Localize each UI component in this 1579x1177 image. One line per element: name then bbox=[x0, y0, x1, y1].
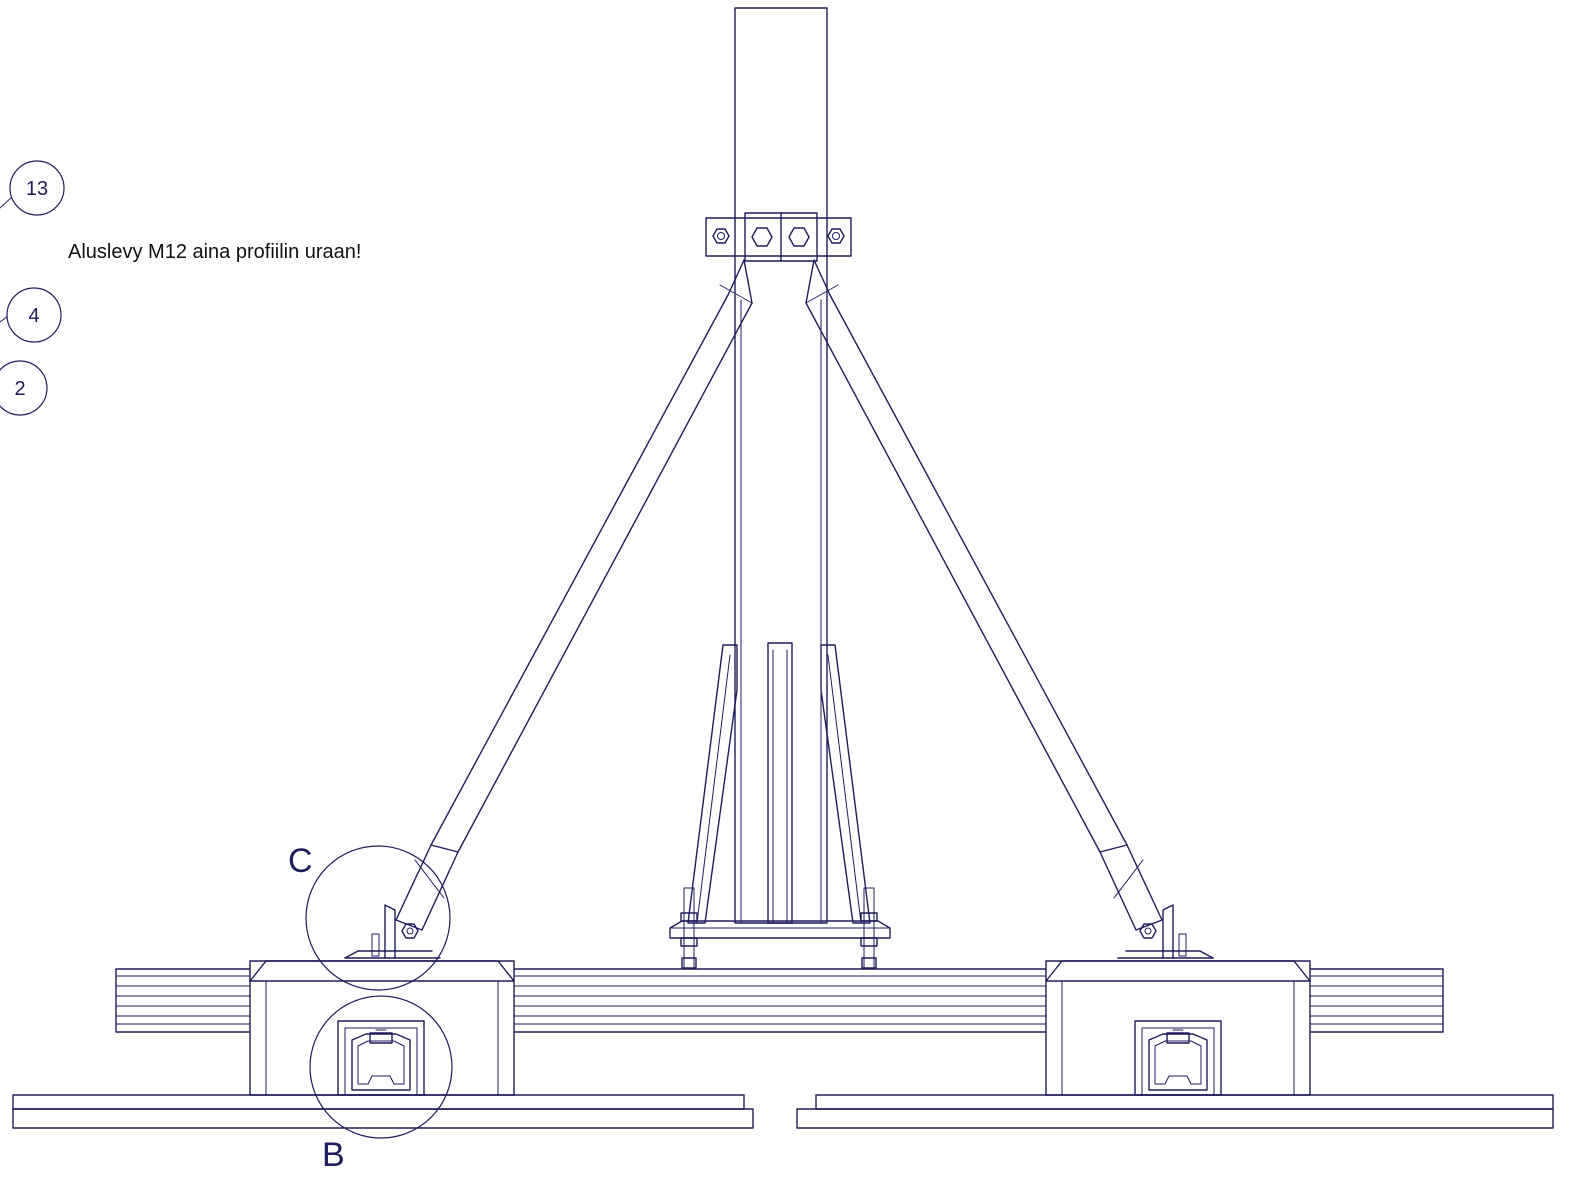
installation-note: Aluslevy M12 aina profiilin uraan! bbox=[68, 241, 362, 263]
detail-b-circle bbox=[309, 995, 453, 1139]
left-clamp-block bbox=[249, 960, 515, 1096]
base-plate bbox=[669, 887, 891, 969]
svg-text:2: 2 bbox=[14, 378, 25, 400]
bottom-beams bbox=[12, 1094, 1554, 1129]
detail-b-label: B bbox=[322, 1136, 345, 1174]
balloon-4: 4 bbox=[0, 287, 62, 343]
right-clamp-block bbox=[1045, 960, 1311, 1096]
base-stiffeners bbox=[687, 642, 871, 924]
balloon-2: 2 bbox=[0, 360, 48, 416]
mast bbox=[734, 7, 828, 924]
left-brace bbox=[344, 259, 753, 959]
detail-c-circle bbox=[305, 845, 451, 991]
mast-clamp bbox=[705, 212, 852, 262]
detail-c-label: C bbox=[288, 842, 313, 880]
balloon-13: 13 bbox=[0, 160, 65, 216]
svg-text:4: 4 bbox=[28, 305, 39, 327]
svg-text:13: 13 bbox=[26, 178, 48, 200]
right-brace bbox=[805, 259, 1214, 959]
